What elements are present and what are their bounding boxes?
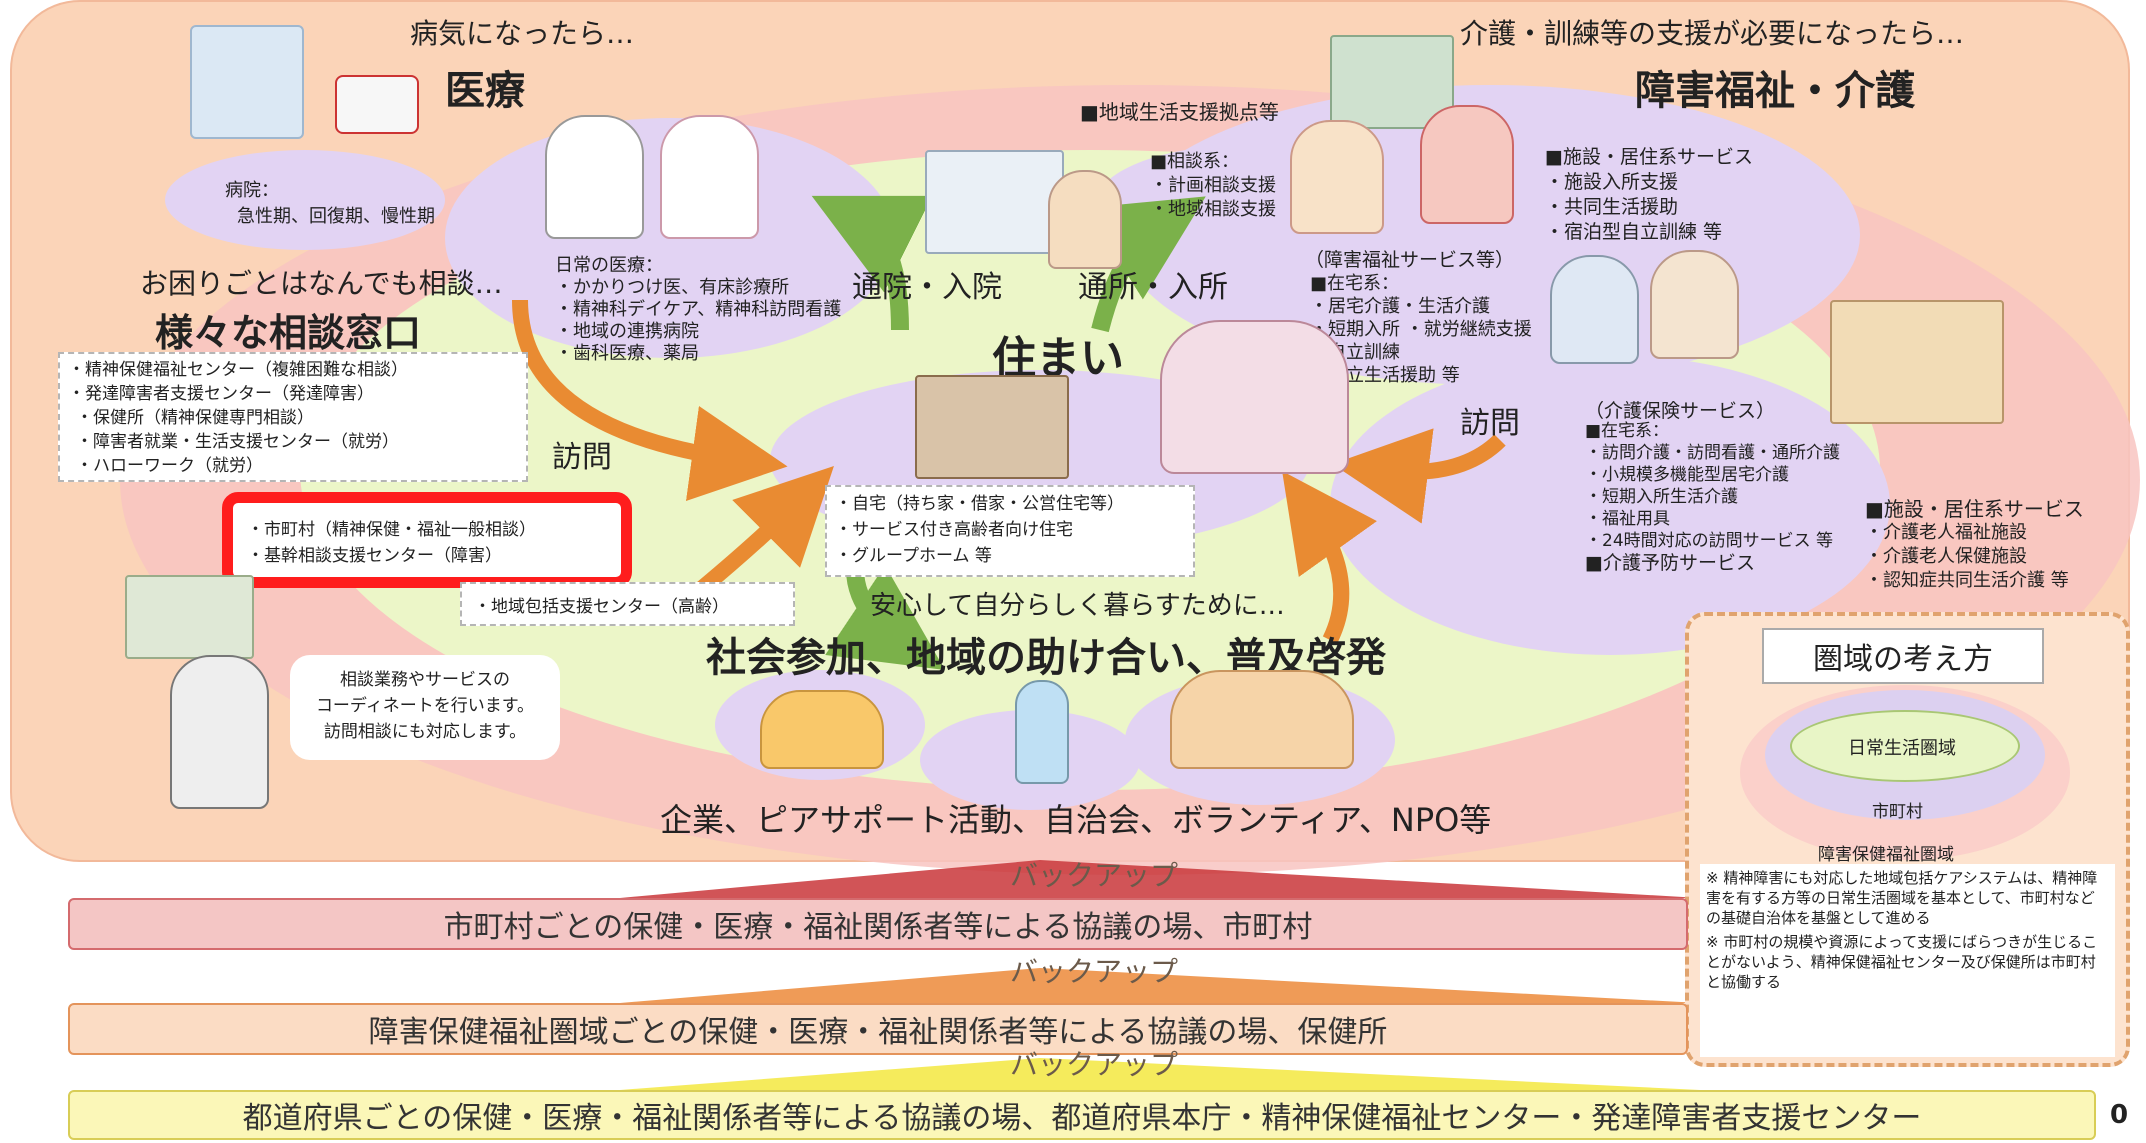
medical-caption: 病気になったら… <box>410 17 635 50</box>
care-home-list: ■在宅系：・訪問介護・訪問看護・通所介護・小規模多機能型居宅介護 ・短期入所生活… <box>1585 421 1840 574</box>
consult-window-list: ・精神保健福祉センター（複雑困難な相談）・発達障害者支援センター（発達障害） ・… <box>58 352 528 482</box>
visit-right-arrow <box>1332 428 1506 524</box>
backup-triangle-1 <box>620 860 1700 898</box>
care-service-label: （介護保険サービス） <box>1585 400 1776 422</box>
facility-arrow-label: 通所・入所 <box>1078 270 1228 305</box>
zone-title-box: 圏域の考え方 <box>1762 628 2044 684</box>
backup-band-health-zone: 障害保健福祉圏域ごとの保健・医療・福祉関係者等による協議の場、保健所 <box>68 1003 1688 1055</box>
hospital-ellipse <box>165 150 445 250</box>
consult-caption: お困りごとはなんでも相談… <box>140 267 503 300</box>
backup-band-health-zone-text: 障害保健福祉圏域ごとの保健・医療・福祉関係者等による協議の場、保健所 <box>368 1015 1388 1050</box>
backup-label-3: バックアップ <box>1010 1048 1179 1081</box>
hospital-text: 病院：急性期、回復期、慢性期 <box>225 180 435 227</box>
zone-outer-label: 障害保健福祉圏域 <box>1818 845 1954 865</box>
municipal-consult-highlight: ・市町村（精神保健・福祉一般相談）・基幹相談支援センター（障害） <box>222 492 632 588</box>
inner-zone-ellipse <box>1790 710 2020 782</box>
flexing-man-icon <box>760 690 884 769</box>
caregiver-icon <box>1290 120 1384 234</box>
care-facility-list: ■施設・居住系サービス・介護老人福祉施設 ・介護老人保健施設・認知症共同生活介護… <box>1865 497 2084 591</box>
zone-note-2: ※ 市町村の規模や資源によって支援にばらつきが生じることがないよう、精神保健福祉… <box>1706 933 2098 991</box>
zone-title: 圏域の考え方 <box>1813 642 1993 677</box>
backup-triangle-2 <box>620 968 1700 1003</box>
backup-band-prefecture: 都道府県ごとの保健・医療・福祉関係者等による協議の場、都道府県本庁・精神保健福祉… <box>68 1090 2096 1140</box>
base-title: ■地域生活支援拠点等 <box>1080 100 1279 124</box>
zone-inner-label: 日常生活圏域 <box>1848 738 1956 759</box>
welfare-title: 障害福祉・介護 <box>1635 68 1915 114</box>
house-icon <box>915 375 1069 479</box>
community-up-arrow <box>1282 470 1377 644</box>
backup-triangle-3 <box>620 1058 1700 1090</box>
nurse-icon <box>660 115 759 239</box>
daily-medical-list: 日常の医療：・かかりつけ医、有床診療所・精神科デイケア、精神科訪問看護 ・地域の… <box>555 255 842 364</box>
zone-middle-label: 市町村 <box>1872 802 1923 822</box>
visit-left-arrow <box>512 299 788 502</box>
community-caption: 安心して自分らしく暮らすために… <box>870 591 1285 621</box>
welfare-facility-list: ■施設・居住系サービス・施設入所支援・共同生活援助・宿泊型自立訓練 等 <box>1545 146 1753 243</box>
family-group-icon <box>1160 320 1349 474</box>
comprehensive-center-text: ・地域包括支援センター（高齢） <box>474 597 729 617</box>
community-members: 企業、ピアサポート活動、自治会、ボランティア、NPO等 <box>660 801 1492 839</box>
consult-speech-bubble: 相談業務やサービスのコーディネートを行います。訪問相談にも対応します。 <box>290 655 560 760</box>
backup-label-1: バックアップ <box>1010 859 1179 892</box>
elderly-man-icon <box>1048 170 1122 269</box>
facility-arrow <box>1085 196 1206 333</box>
ambulance-icon <box>335 75 419 134</box>
consult-building-icon <box>125 575 254 659</box>
central-hospital-icon <box>925 150 1064 254</box>
backup-band-municipal: 市町村ごとの保健・医療・福祉関係者等による協議の場、市町村 <box>68 898 1688 950</box>
zone-notes-box: ※ 精神障害にも対応した地域包括ケアシステムは、精神障害を有する方等の日常生活圏… <box>1700 864 2115 1057</box>
hospital-arrow <box>811 195 933 331</box>
wheelchair-user-icon <box>1550 255 1639 364</box>
page-number: 0 <box>2110 1100 2129 1130</box>
housing-list: ・自宅（持ち家・借家・公営住宅等）・サービス付き高齢者向け住宅・グループホーム … <box>825 485 1195 577</box>
wheelchair-user-icon-2 <box>1650 250 1739 359</box>
consultant-person-icon <box>170 655 269 809</box>
backup-band-municipal-text: 市町村ごとの保健・医療・福祉関係者等による協議の場、市町村 <box>443 910 1313 945</box>
comprehensive-center-box: ・地域包括支援センター（高齢） <box>460 582 795 626</box>
welfare-caption: 介護・訓練等の支援が必要になったら… <box>1460 17 1965 50</box>
soccer-boy-icon <box>1015 680 1069 784</box>
backup-label-2: バックアップ <box>1010 955 1179 988</box>
visit-right-label: 訪問 <box>1460 406 1520 441</box>
hospital-building-icon <box>190 25 304 139</box>
consult-title: 様々な相談窓口 <box>155 311 422 355</box>
worker-icon <box>1420 105 1514 224</box>
visit-left-label: 訪問 <box>552 440 612 475</box>
medical-title: 医療 <box>445 68 525 114</box>
backup-band-prefecture-text: 都道府県ごとの保健・医療・福祉関係者等による協議の場、都道府県本庁・精神保健福祉… <box>242 1101 1922 1136</box>
hospital-arrow-label: 通院・入院 <box>852 270 1002 305</box>
disability-service-label: （障害福祉サービス等） <box>1305 249 1515 271</box>
zone-note-1: ※ 精神障害にも対応した地域包括ケアシステムは、精神障害を有する方等の日常生活圏… <box>1706 869 2098 927</box>
consult-system-list: ■相談系：・計画相談支援・地域相談支援 <box>1150 151 1276 220</box>
doctor-icon <box>545 115 644 239</box>
consult-arrow <box>694 466 834 597</box>
care-facility-building-icon <box>1830 300 2004 424</box>
volunteers-icon <box>1170 670 1354 769</box>
care-ellipse <box>1330 355 1890 655</box>
